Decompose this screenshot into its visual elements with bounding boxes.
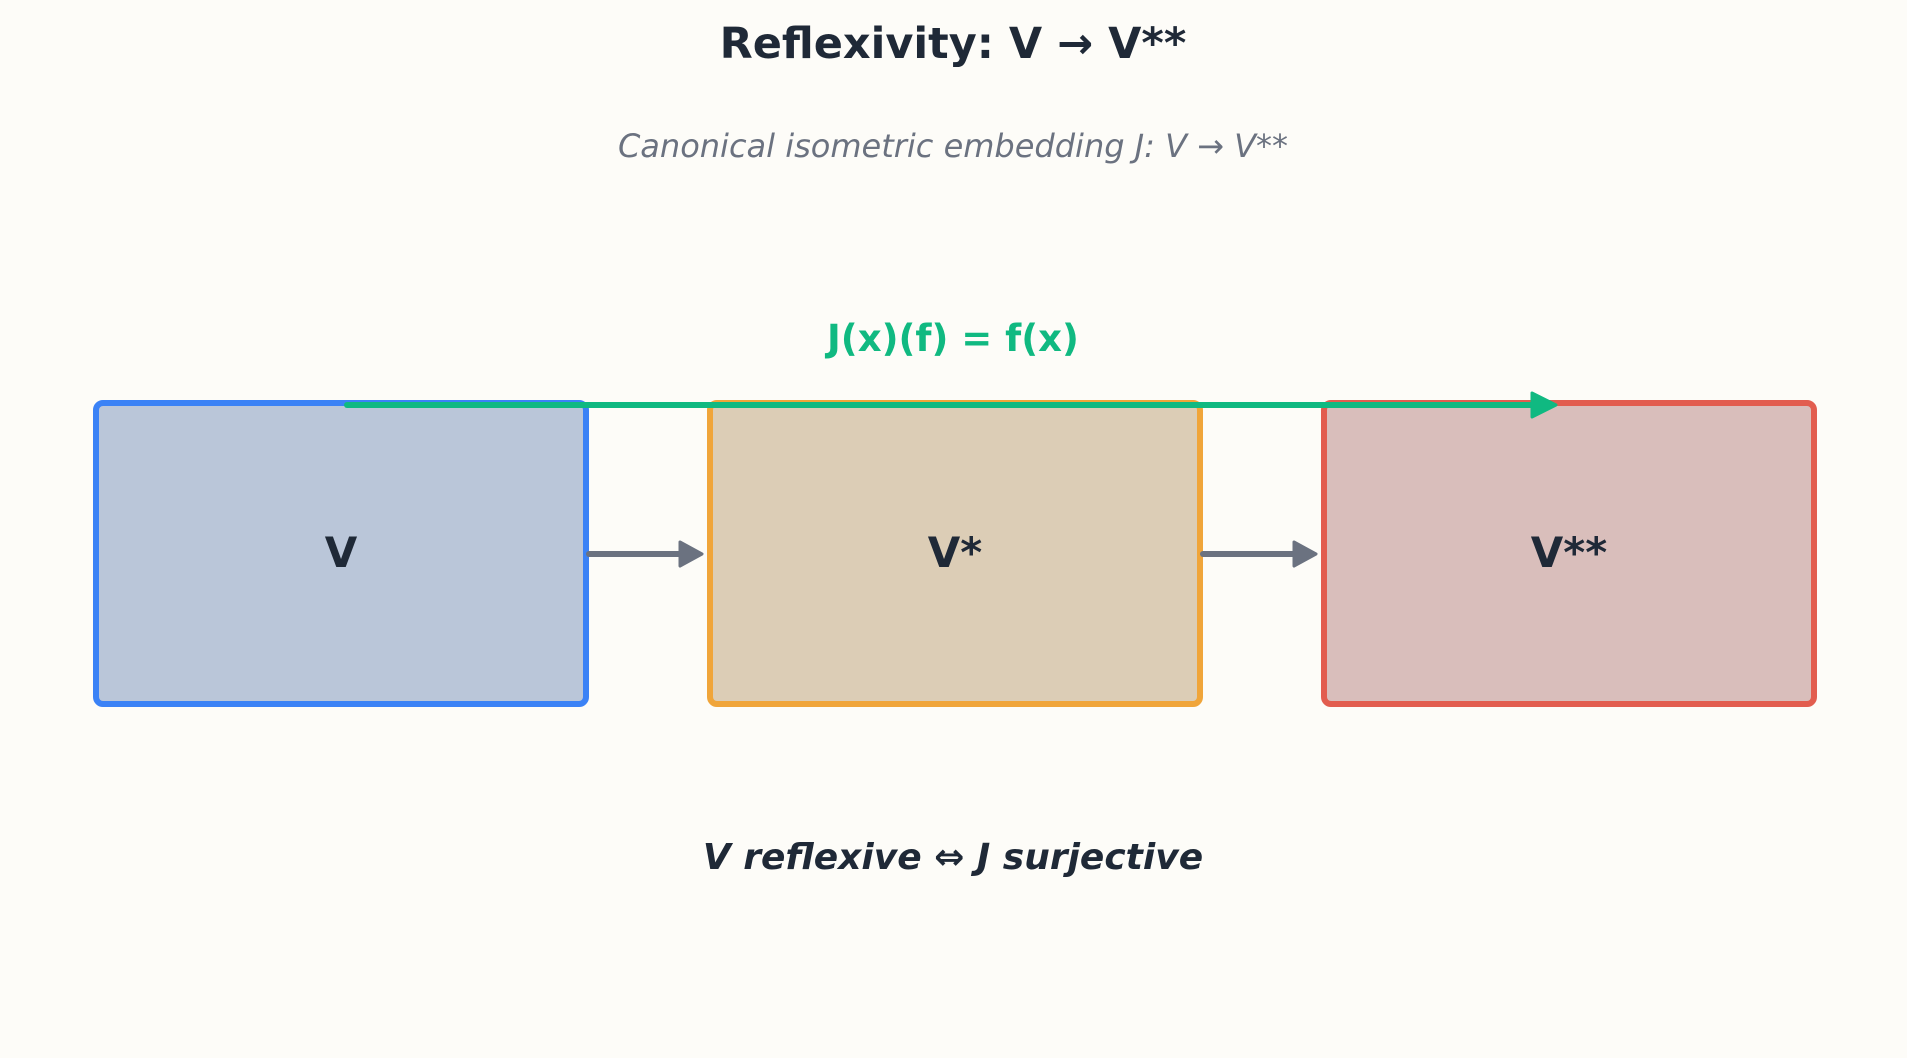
space-box-v-bidual-rect bbox=[1321, 400, 1817, 707]
arrow-v-to-v-dual bbox=[586, 540, 704, 568]
embedding-label: J(x)(f) = f(x) bbox=[824, 317, 1079, 360]
space-label-v: V bbox=[325, 528, 358, 577]
space-label-v-dual: V* bbox=[928, 528, 983, 577]
diagram-title: Reflexivity: V → V** bbox=[720, 19, 1187, 69]
embedding-arrow bbox=[344, 391, 1558, 419]
space-box-v-rect bbox=[93, 400, 589, 707]
space-box-v-bidual: V** bbox=[1321, 400, 1817, 707]
space-box-v: V bbox=[93, 400, 589, 707]
space-box-v-dual: V* bbox=[707, 400, 1203, 707]
space-label-v-bidual: V** bbox=[1531, 528, 1607, 577]
reflexive-condition: V reflexive ⇔ J surjective bbox=[703, 837, 1203, 878]
diagram-subtitle: Canonical isometric embedding J: V → V** bbox=[618, 127, 1288, 165]
arrow-v-dual-to-v-bidual bbox=[1200, 540, 1318, 568]
